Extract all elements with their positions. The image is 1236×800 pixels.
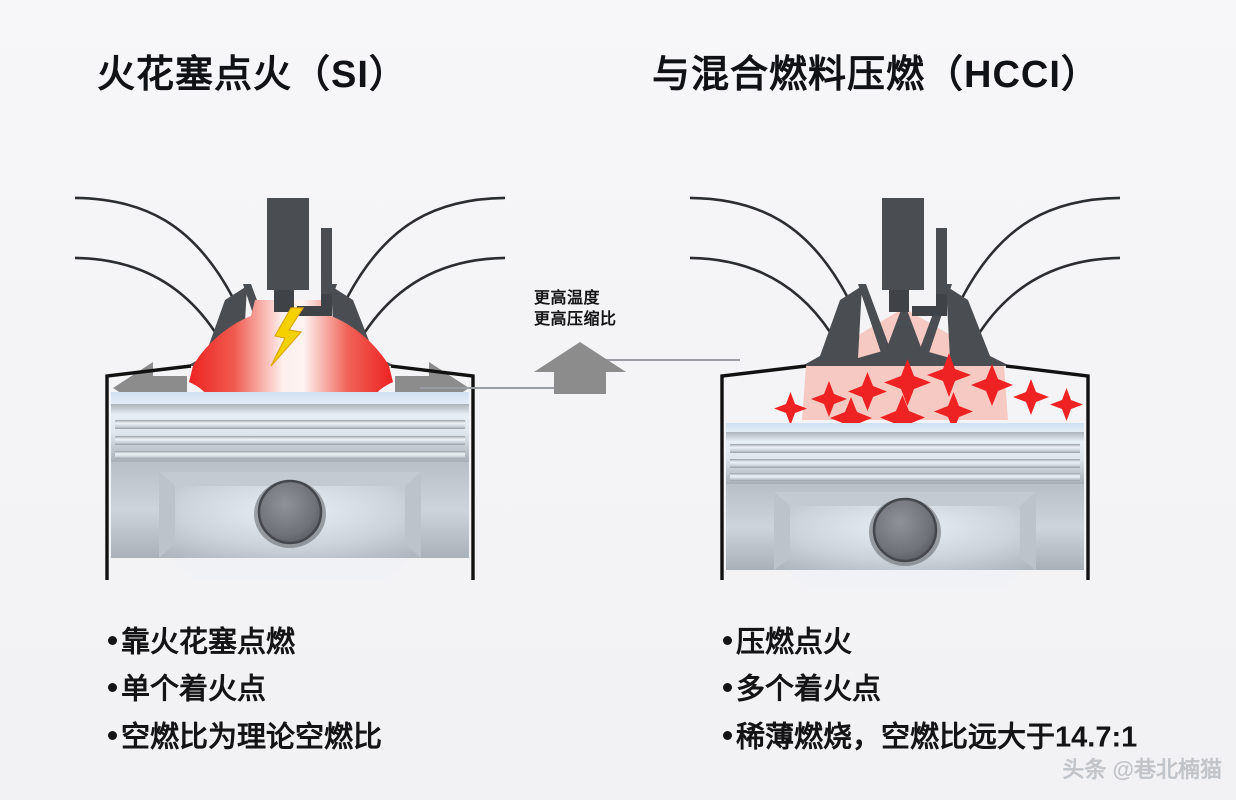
four-point-star-icon [934, 392, 973, 431]
four-point-star-icon [848, 372, 887, 411]
piston [726, 423, 1084, 590]
injector-icon [882, 198, 947, 316]
center-annotation: 更高温度 更高压缩比 [534, 288, 617, 330]
wrist-pin-boss [872, 497, 938, 563]
hcci-ignition-points [774, 353, 1083, 440]
si-bullet-list: 靠火花塞点燃 单个着火点 空燃比为理论空燃比 [108, 618, 382, 760]
bullet-dot-icon [108, 683, 117, 693]
annotation-line-1: 更高温度 [534, 290, 601, 307]
spark-lightning-bolt-icon [270, 307, 305, 367]
four-point-star-icon [880, 395, 925, 440]
four-point-star-icon [971, 364, 1013, 406]
transition-connector [420, 342, 740, 394]
piston-rings [115, 420, 465, 459]
four-point-star-icon [774, 392, 807, 425]
port-curves [75, 196, 505, 334]
bullet-dot-icon [723, 635, 732, 645]
flame-spread-arrow-left [113, 362, 187, 414]
page-title-si: 火花塞点火（SI） [97, 54, 408, 96]
list-item: 靠火花塞点燃 [108, 618, 382, 665]
four-point-star-icon [811, 381, 847, 417]
hcci-bullet-list: 压燃点火 多个着火点 稀薄燃烧，空燃比远大于14.7:1 [723, 618, 1137, 760]
spark-plug-icon [267, 198, 332, 316]
list-item: 多个着火点 [723, 665, 1137, 712]
watermark: 头条 @巷北楠猫 [1062, 757, 1222, 782]
list-item: 压燃点火 [723, 618, 1137, 665]
annotation-line-2: 更高压缩比 [534, 311, 617, 328]
piston-rings [730, 444, 1080, 481]
cylinder-wall [720, 364, 1090, 580]
list-item: 单个着火点 [108, 665, 382, 712]
four-point-star-icon [1013, 379, 1049, 415]
bullet-dot-icon [108, 635, 117, 645]
up-arrow-icon [534, 342, 626, 394]
four-point-star-icon [884, 359, 931, 406]
wrist-pin-boss [257, 479, 323, 545]
list-item: 稀薄燃烧，空燃比远大于14.7:1 [723, 713, 1137, 760]
list-item: 空燃比为理论空燃比 [108, 713, 382, 760]
bullet-dot-icon [108, 730, 117, 740]
four-point-star-icon [927, 353, 971, 397]
four-point-star-icon [1050, 388, 1083, 421]
cylinder-head [802, 286, 1010, 366]
port-curves [690, 196, 1120, 334]
bullet-dot-icon [723, 683, 732, 693]
cylinder-wall [105, 364, 475, 580]
si-engine-diagram [75, 196, 505, 580]
page-title-hcci: 与混合燃料压燃（HCCI） [652, 54, 1100, 96]
bullet-dot-icon [723, 730, 732, 740]
four-point-star-icon [830, 397, 872, 439]
hcci-engine-diagram [690, 196, 1120, 590]
piston [111, 392, 469, 580]
